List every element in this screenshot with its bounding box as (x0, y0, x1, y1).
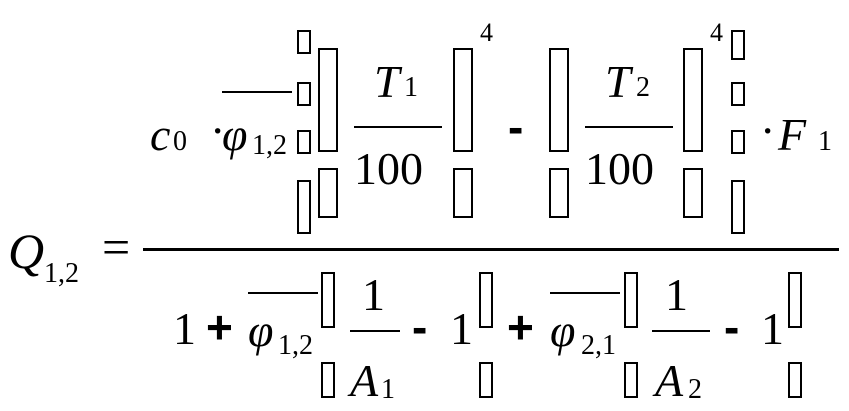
fraction-bar-t1 (354, 126, 442, 128)
t2-symbol: T (605, 56, 631, 107)
t2-subscript: 2 (636, 72, 650, 103)
phi-a-overline (248, 292, 318, 294)
t1-subscript: 1 (404, 72, 418, 103)
exponent-1: 4 (480, 18, 493, 47)
outer-left-bracket-bottom (297, 180, 311, 234)
phi-b-symbol: φ (550, 305, 576, 356)
paren-b-right-upper (788, 272, 802, 328)
frac-a-subscript: 1 (381, 374, 395, 405)
paren-a-left-lower (321, 362, 335, 398)
t2-denominator: 100 (585, 143, 654, 194)
main-fraction-bar (143, 248, 839, 251)
inner-left-bracket-2-upper (549, 48, 569, 152)
c-subscript: 0 (173, 126, 187, 157)
phi-subscript: 1,2 (252, 130, 287, 161)
dot-operator-2: · (760, 105, 776, 156)
phi-a-symbol: φ (248, 305, 274, 356)
outer-left-bracket-mid-upper (297, 82, 311, 106)
fraction-bar-a (350, 330, 400, 332)
lhs-q-subscript: 1,2 (44, 258, 79, 289)
outer-right-bracket-bottom (731, 180, 745, 234)
phi-a-subscript: 1,2 (278, 330, 313, 361)
inner-right-bracket-2-upper (683, 48, 703, 152)
phi-b-subscript: 2,1 (581, 330, 616, 361)
outer-right-bracket-mid-upper (731, 82, 745, 106)
plus-operator-b: + (507, 301, 534, 353)
c-symbol: c (150, 109, 171, 160)
paren-b-left-lower (624, 362, 638, 398)
paren-a-right-upper (479, 272, 493, 328)
frac-a-numerator: 1 (362, 269, 385, 320)
minus-operator-a: - (412, 301, 428, 353)
inner-right-bracket-2-lower (683, 168, 703, 218)
outer-left-bracket-top (297, 30, 311, 54)
phi-overline (222, 91, 292, 93)
inner-left-bracket-1-upper (318, 48, 338, 152)
f-symbol: F (778, 109, 807, 160)
f-subscript: 1 (818, 126, 832, 157)
frac-b-symbol: A (655, 355, 684, 406)
minus-operator: - (508, 101, 524, 153)
t1-symbol: T (374, 56, 400, 107)
phi-b-overline (550, 292, 620, 294)
outer-right-bracket-mid-lower (731, 130, 745, 154)
frac-a-symbol: A (350, 355, 379, 406)
inner-left-bracket-1-lower (318, 168, 338, 218)
outer-left-bracket-mid-lower (297, 130, 311, 154)
fraction-bar-b (652, 330, 710, 332)
paren-b-left-upper (624, 272, 638, 328)
equals-sign: = (102, 219, 131, 275)
fraction-bar-t2 (585, 126, 673, 128)
paren-a-right-lower (479, 362, 493, 398)
dot-operator: · (210, 105, 226, 156)
phi-symbol: φ (222, 109, 248, 160)
t1-denominator: 100 (354, 143, 423, 194)
inner-right-bracket-1-upper (453, 48, 473, 152)
inner-right-bracket-1-lower (453, 168, 473, 218)
exponent-2: 4 (710, 18, 723, 47)
paren-b-right-lower (788, 362, 802, 398)
frac-b-subscript: 2 (688, 374, 702, 405)
denominator-one: 1 (173, 303, 196, 354)
denominator-one-a: 1 (450, 303, 473, 354)
plus-operator-a: + (206, 301, 233, 353)
inner-left-bracket-2-lower (549, 168, 569, 218)
frac-b-numerator: 1 (665, 269, 688, 320)
minus-operator-b: - (724, 301, 740, 353)
outer-right-bracket-top (731, 30, 745, 60)
denominator-one-b: 1 (761, 303, 784, 354)
lhs-q-symbol: Q (8, 223, 45, 279)
paren-a-left-upper (321, 272, 335, 328)
